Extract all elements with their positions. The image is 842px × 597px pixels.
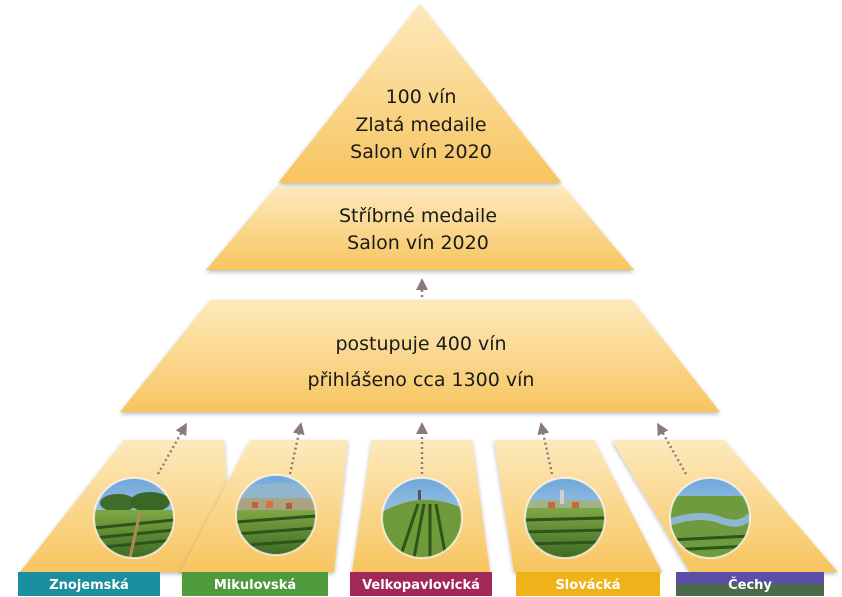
gold-tier-line-2: Zlatá medaile <box>355 114 486 136</box>
region-znojemska: Znojemská <box>18 422 232 596</box>
arrow-znojemska <box>156 422 187 475</box>
vineyard-lake-town-photo <box>236 475 316 555</box>
region-velkopavlovicka-label-bar <box>350 572 492 596</box>
region-znojemska-label-bar <box>18 572 160 596</box>
region-slovacka: Slovácká <box>494 422 662 596</box>
region-cechy-label-bar-top <box>676 572 824 584</box>
silver-tier <box>206 187 634 270</box>
region-velkopavlovicka-label: Velkopavlovická <box>362 578 480 593</box>
entry-tier-line-2: přihlášeno cca 1300 vín <box>308 369 535 391</box>
region-velkopavlovicka: Velkopavlovická <box>350 422 492 596</box>
region-cechy-label: Čechy <box>728 577 772 593</box>
region-slovacka-label: Slovácká <box>555 578 620 593</box>
silver-tier-line-2: Salon vín 2020 <box>347 232 489 254</box>
vineyard-hill-photo <box>382 478 462 558</box>
region-cechy: Čechy <box>612 422 838 596</box>
gold-tier-line-3: Salon vín 2020 <box>350 141 492 163</box>
region-mikulovska-label-bar <box>182 572 328 596</box>
region-mikulovska: Mikulovská <box>180 422 348 596</box>
region-slovacka-label-bar <box>516 572 660 596</box>
region-cechy-label-bar-bottom <box>676 584 824 596</box>
gold-tier-line-1: 100 vín <box>386 86 457 108</box>
region-znojemska-label: Znojemská <box>49 578 129 593</box>
region-mikulovska-label: Mikulovská <box>214 578 296 593</box>
entry-tier-line-1: postupuje 400 vín <box>335 333 506 355</box>
silver-tier-line-1: Stříbrné medaile <box>339 205 497 227</box>
entry-tier <box>120 300 720 412</box>
gold-tier <box>278 4 562 183</box>
arrow-cechy <box>657 422 688 475</box>
